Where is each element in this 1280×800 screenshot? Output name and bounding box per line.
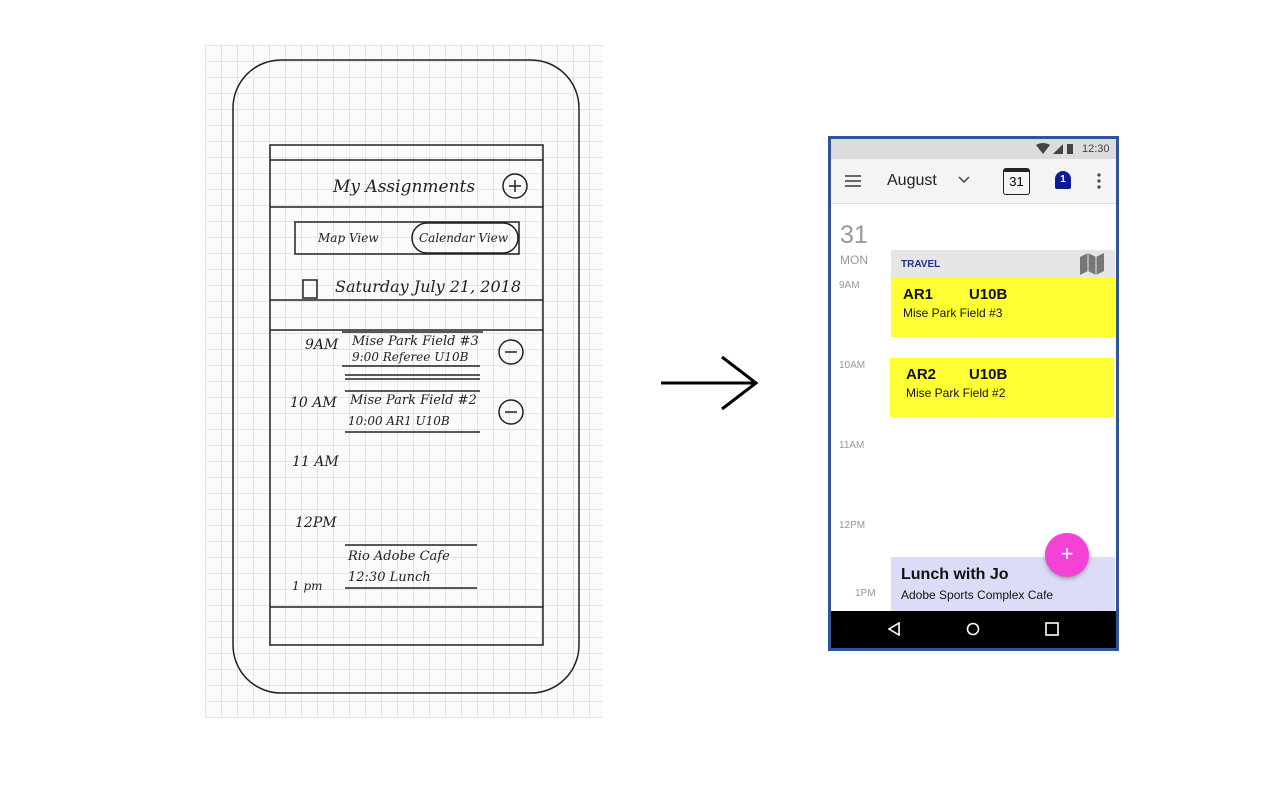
sketch-title: My Assignments bbox=[333, 177, 476, 197]
recents-icon[interactable] bbox=[1045, 622, 1059, 636]
signal-icons bbox=[1036, 143, 1073, 154]
sketch-event-line: 10:00 AR1 U10B bbox=[348, 414, 450, 428]
assignment-event[interactable]: AR1 U10B Mise Park Field #3 bbox=[891, 278, 1115, 337]
event-title: Lunch with Jo bbox=[901, 566, 1009, 583]
map-icon[interactable] bbox=[1080, 253, 1104, 275]
notification-bell-icon[interactable]: 1 bbox=[1055, 171, 1071, 189]
today-calendar-button[interactable]: 31 bbox=[1003, 168, 1030, 195]
chevron-down-icon[interactable] bbox=[958, 176, 970, 184]
sketch-calendar-view-tab: Calendar View bbox=[419, 231, 509, 245]
navigation-bar bbox=[831, 611, 1116, 648]
sketch-time: 12PM bbox=[295, 515, 337, 531]
add-event-fab[interactable]: + bbox=[1045, 533, 1089, 577]
sketch-date: Saturday July 21, 2018 bbox=[335, 277, 521, 296]
event-location: Mise Park Field #2 bbox=[906, 386, 1006, 400]
travel-label: TRAVEL bbox=[901, 259, 941, 270]
event-role: AR2 bbox=[906, 366, 937, 383]
assignment-event[interactable]: AR2 U10B Mise Park Field #2 bbox=[890, 358, 1114, 417]
event-role: AR1 bbox=[903, 286, 934, 303]
sketch-event-line: 9:00 Referee U10B bbox=[352, 350, 469, 364]
time-label: 1PM bbox=[855, 588, 876, 599]
sketch-event-line: 12:30 Lunch bbox=[348, 570, 431, 585]
sketch-time: 11 AM bbox=[292, 454, 339, 470]
more-options-icon[interactable] bbox=[1097, 173, 1101, 189]
phone-mockup: 12:30 August 31 1 31 MON 9AM 10AM 11AM 1… bbox=[828, 136, 1119, 651]
time-label: 10AM bbox=[839, 360, 866, 371]
day-weekday: MON bbox=[840, 253, 868, 267]
paper-sketch: My Assignments Map View Calendar View Sa… bbox=[205, 45, 603, 718]
menu-icon[interactable] bbox=[845, 175, 861, 187]
status-bar: 12:30 bbox=[831, 139, 1116, 159]
sketch-time: 9AM bbox=[305, 337, 339, 353]
sketch-time: 1 pm bbox=[292, 579, 323, 593]
travel-bar[interactable]: TRAVEL bbox=[891, 250, 1115, 278]
status-time: 12:30 bbox=[1082, 143, 1110, 155]
day-number: 31 bbox=[840, 221, 868, 249]
sketch-event-line: Mise Park Field #2 bbox=[350, 393, 477, 408]
sketch-outline bbox=[232, 59, 580, 694]
sketch-event-line: Rio Adobe Cafe bbox=[348, 549, 450, 564]
sketch-time: 10 AM bbox=[290, 395, 337, 411]
event-team: U10B bbox=[969, 286, 1008, 303]
time-label: 11AM bbox=[839, 440, 865, 451]
sketch-event-line: Mise Park Field #3 bbox=[352, 334, 479, 349]
sketch-map-view-tab: Map View bbox=[318, 231, 379, 245]
time-label: 12PM bbox=[839, 520, 866, 531]
month-selector[interactable]: August bbox=[887, 172, 937, 189]
event-location: Mise Park Field #3 bbox=[903, 306, 1003, 320]
time-label: 9AM bbox=[839, 280, 860, 291]
toolbar: August 31 1 bbox=[831, 159, 1116, 204]
back-icon[interactable] bbox=[888, 622, 900, 636]
event-team: U10B bbox=[969, 366, 1008, 383]
event-location: Adobe Sports Complex Cafe bbox=[901, 588, 1054, 602]
arrow-right-icon bbox=[661, 355, 759, 411]
home-icon[interactable] bbox=[966, 622, 980, 636]
